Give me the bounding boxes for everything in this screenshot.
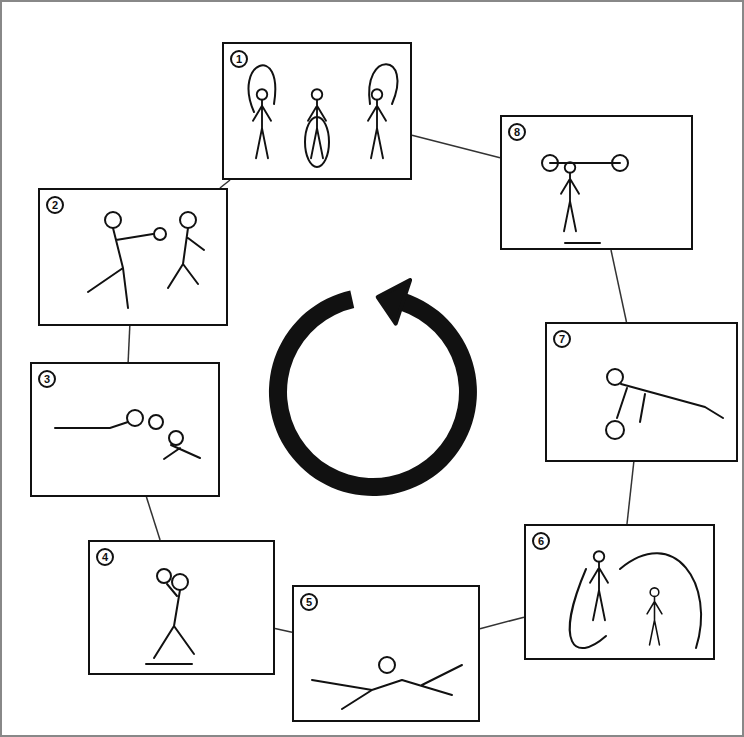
pushup-figure (606, 369, 723, 439)
figure-stroke (157, 569, 171, 583)
figure-stroke (149, 415, 163, 429)
station-box: 5 (292, 585, 480, 722)
figure-stroke (127, 410, 143, 426)
station-box: 7 (545, 322, 738, 462)
figure-stroke (169, 431, 183, 445)
callout-number: 5 (300, 593, 318, 611)
station-box: 6 (524, 524, 715, 660)
figure-stroke (308, 89, 326, 158)
figure-stroke (612, 155, 628, 171)
long-rope-figures (570, 551, 701, 648)
station-box: 8 (500, 115, 693, 250)
connector-line (220, 180, 230, 188)
figure-stroke (312, 665, 462, 709)
figure-stroke (154, 228, 166, 240)
figure-stroke (172, 574, 188, 590)
connector-line (275, 629, 292, 633)
barbell-figure (542, 155, 628, 243)
station-box: 3 (30, 362, 220, 497)
callout-number: 2 (46, 196, 64, 214)
figure-stroke (647, 588, 662, 645)
figure-stroke (55, 422, 200, 459)
station-box: 4 (88, 540, 275, 675)
figure-stroke (369, 64, 397, 104)
connector-line (627, 462, 634, 524)
callout-number: 8 (508, 123, 526, 141)
figure-stroke (607, 369, 623, 385)
figure-stroke (305, 117, 329, 167)
skipping-figures (249, 64, 398, 167)
callout-number: 6 (532, 532, 550, 550)
cycle-arrow (269, 291, 477, 497)
callout-number: 1 (230, 50, 248, 68)
connector-line (611, 250, 626, 322)
station-box: 1 (222, 42, 412, 180)
connector-line (146, 497, 160, 540)
figure-stroke (105, 212, 121, 228)
figure-stroke (249, 65, 276, 112)
figure-stroke (253, 89, 271, 158)
figure-stroke (180, 212, 196, 228)
connector-line (480, 617, 524, 629)
callout-number: 4 (96, 548, 114, 566)
figure-stroke (617, 384, 723, 422)
connector-line (128, 326, 130, 362)
figure-stroke (379, 657, 395, 673)
lunge-figure (146, 569, 194, 664)
cycle-arrowhead (378, 280, 410, 324)
callout-number: 7 (553, 330, 571, 348)
figure-stroke (550, 163, 620, 243)
figure-stroke (55, 64, 723, 709)
connector-line (412, 135, 500, 158)
figure-stroke (146, 584, 194, 664)
lying-figures (312, 657, 462, 709)
figure-stroke (606, 421, 624, 439)
figure-stroke (542, 155, 558, 171)
leaping-figures (88, 212, 204, 308)
figure-stroke (368, 89, 386, 158)
station-box: 2 (38, 188, 228, 326)
callout-number: 3 (38, 370, 56, 388)
figure-stroke (590, 551, 608, 620)
figure-stroke (88, 228, 204, 308)
figure-stroke (570, 553, 701, 648)
ball-floor-figures (55, 410, 200, 459)
figure-stroke (561, 162, 579, 231)
